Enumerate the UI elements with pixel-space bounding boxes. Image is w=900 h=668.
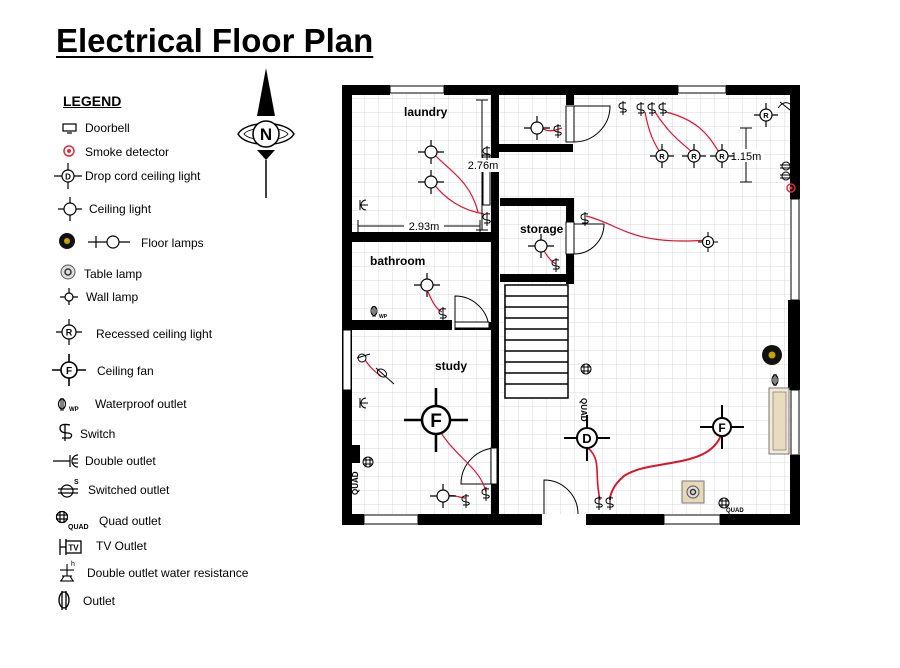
quad-outlet-icon <box>362 363 730 509</box>
ceiling-light-icon <box>58 197 82 221</box>
sofa <box>768 387 790 455</box>
double-outlet-icon <box>359 199 368 409</box>
legend-label-doorbell: Doorbell <box>85 121 130 135</box>
walls <box>342 85 800 525</box>
quad-label: QUAD <box>579 398 588 422</box>
legend-label-switch: Switch <box>80 427 116 441</box>
drop-cord-light-icon: D <box>54 163 82 189</box>
recessed-light-icon: R <box>56 319 82 345</box>
waterproof-outlet-icon: WP <box>370 306 388 320</box>
drop-cord-light-icon: D <box>564 415 610 461</box>
legend-label-wall-lamp: Wall lamp <box>86 290 139 304</box>
smoke-detector-icon <box>63 145 75 157</box>
staircase <box>504 284 569 399</box>
dimension-laundry-width: 2.93m <box>409 221 440 233</box>
svg-text:R: R <box>763 111 769 120</box>
room-laundry: laundry <box>404 105 448 119</box>
legend-label-waterproof: Waterproof outlet <box>95 397 187 411</box>
svg-text:TV: TV <box>68 544 79 553</box>
room-storage: storage <box>520 222 564 236</box>
ceiling-fan-icon: F <box>700 405 744 449</box>
legend-label-smoke-detector: Smoke detector <box>85 145 170 159</box>
legend-label-tv-outlet: TV Outlet <box>96 539 147 553</box>
ceiling-fan-icon: F <box>52 354 86 386</box>
svg-text:F: F <box>718 421 725 435</box>
legend-label-ceiling-fan: Ceiling fan <box>97 364 154 378</box>
legend-label-outlet: Outlet <box>83 594 116 608</box>
switched-outlet-icon: S <box>58 479 79 498</box>
wall-lamp-icon <box>60 288 78 305</box>
svg-text:R: R <box>691 152 697 161</box>
tv-outlet-icon: TV <box>59 539 82 555</box>
legend-label-drop-cord: Drop cord ceiling light <box>85 169 201 183</box>
legend-label-ceiling-light: Ceiling light <box>89 202 152 216</box>
smoke-detector-icon <box>786 183 796 193</box>
ceiling-fan-icon: F <box>404 388 468 452</box>
quad-outlet-icon: QUAD <box>55 510 89 531</box>
recessed-light-icon: R <box>682 144 706 168</box>
drop-cord-light-icon: D <box>698 232 718 252</box>
legend-label-table-lamp: Table lamp <box>84 267 143 281</box>
legend-label-double-wr: Double outlet water resistance <box>87 566 249 580</box>
svg-text:WP: WP <box>379 314 388 320</box>
svg-text:h: h <box>71 561 75 568</box>
doors <box>454 105 611 515</box>
dimension-right: 1.15m <box>731 151 762 163</box>
recessed-light-icon: R <box>650 144 674 168</box>
dimension-laundry-height: 2.76m <box>468 160 499 172</box>
svg-text:D: D <box>705 240 710 247</box>
waterproof-outlet-icon: WP <box>57 398 79 413</box>
room-study: study <box>435 359 467 373</box>
legend-label-switched-outlet: Switched outlet <box>88 483 170 497</box>
outlet-icon <box>58 591 70 610</box>
svg-text:N: N <box>260 125 272 144</box>
svg-text:F: F <box>430 411 442 432</box>
svg-text:D: D <box>65 173 71 182</box>
outlet-icon <box>771 101 791 386</box>
svg-text:WP: WP <box>69 407 79 413</box>
ceiling-light-icon <box>418 170 444 194</box>
ceiling-light-icon <box>524 116 550 140</box>
legend-label-floor-lamps: Floor lamps <box>141 236 204 250</box>
doorbell-icon <box>62 123 77 134</box>
quad-label: QUAD <box>351 471 360 495</box>
switch-icon <box>59 423 73 441</box>
recessed-light-icon: R <box>754 103 778 127</box>
ceiling-light-icon <box>528 234 554 258</box>
table-lamp-icon <box>681 480 705 504</box>
double-outlet-icon <box>53 454 79 468</box>
svg-text:S: S <box>74 479 79 486</box>
table-lamp-icon <box>60 264 76 280</box>
wall-lamp-icon <box>356 353 395 385</box>
switch-icon <box>438 101 667 510</box>
svg-text:QUAD: QUAD <box>68 524 89 531</box>
svg-text:R: R <box>66 328 73 338</box>
floor-lamp-icon <box>59 233 130 249</box>
legend-label-quad-outlet: Quad outlet <box>99 514 162 528</box>
north-arrow-icon: N <box>237 68 295 198</box>
floor-lamp-icon <box>762 345 782 365</box>
legend-label-recessed: Recessed ceiling light <box>96 327 213 341</box>
page-title: Electrical Floor Plan <box>56 22 374 59</box>
recessed-light-icon: R <box>710 144 734 168</box>
water-resistant-outlet-icon: h <box>60 561 75 582</box>
windows <box>342 85 800 525</box>
ceiling-light-icon <box>414 273 440 297</box>
ceiling-light-icon <box>430 484 456 508</box>
svg-text:R: R <box>719 152 725 161</box>
legend-label-double-outlet: Double outlet <box>85 454 156 468</box>
svg-text:R: R <box>659 152 665 161</box>
ceiling-light-icon <box>418 140 444 164</box>
switched-outlet-icon <box>780 161 792 181</box>
room-bathroom: bathroom <box>370 254 425 268</box>
quad-label: QUAD <box>726 508 744 514</box>
svg-text:D: D <box>582 431 591 446</box>
legend-heading: LEGEND <box>63 93 122 109</box>
svg-text:F: F <box>66 366 72 377</box>
